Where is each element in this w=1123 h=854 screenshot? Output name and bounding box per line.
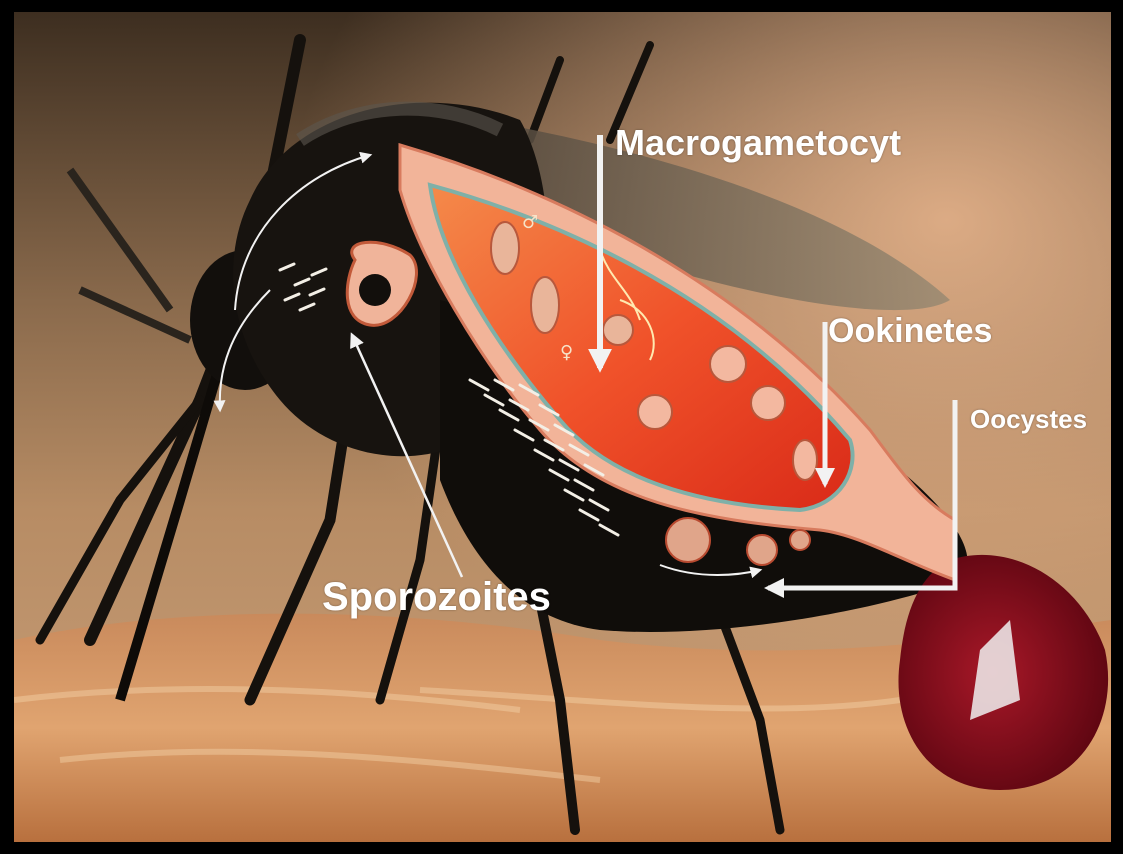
female-symbol: ♀ xyxy=(560,342,573,363)
sporozoites-label: Sporozoites xyxy=(322,575,551,620)
oocystes-label: Oocystes xyxy=(970,404,1087,435)
mosquito-diagram: ♂ ♀ xyxy=(14,12,1111,842)
male-symbol: ♂ xyxy=(522,212,538,233)
ookinetes-label: Ookinetes xyxy=(828,312,992,351)
macrogametocyte-label: Macrogametocyt xyxy=(615,122,901,164)
